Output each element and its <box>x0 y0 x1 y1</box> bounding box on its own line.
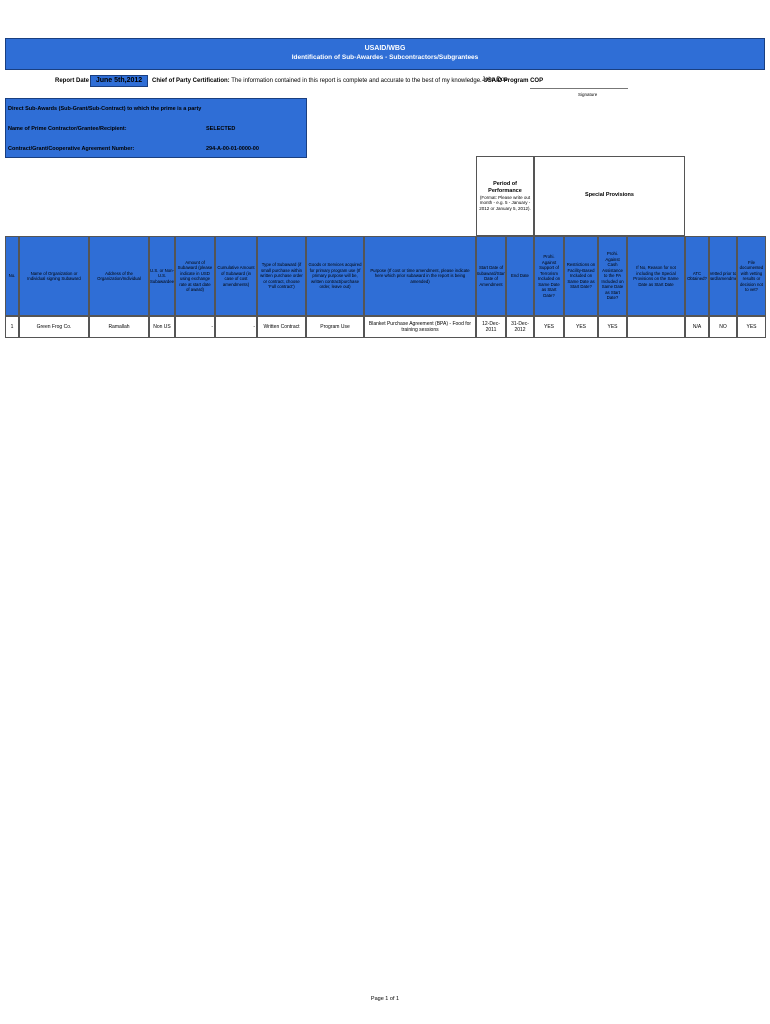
certification: Chief of Party Certification: The inform… <box>152 78 543 84</box>
col-address: Address of the Organization/Individual <box>89 236 149 316</box>
col-atc: ATC Obtained? <box>685 236 709 316</box>
col-doc: File documented with vetting results or … <box>737 236 766 316</box>
col-goods: Goods or Services acquired for primary p… <box>306 236 364 316</box>
row-1-prov2: YES <box>564 316 598 338</box>
signature-label: Signature <box>578 92 598 97</box>
col-purpose: Purpose (If cost or time amendment, plea… <box>364 236 476 316</box>
col-prov3: Prohi. Against Cash Assistance to the PA… <box>598 236 627 316</box>
row-1-purpose: Blanket Purchase Agreement (BPA) - Food … <box>364 316 476 338</box>
report-date-label: Report Date : <box>55 78 93 84</box>
col-type: Type of Subaward (if small purchase with… <box>257 236 306 316</box>
info-row-agreement: Contract/Grant/Cooperative Agreement Num… <box>6 139 306 159</box>
row-1-reason <box>627 316 685 338</box>
row-1-end: 31-Dec-2012 <box>506 316 534 338</box>
row-1-amount: - <box>175 316 215 338</box>
row-1-prov3: YES <box>598 316 627 338</box>
col-us: U.S. or Non-U.S. Subawardee <box>149 236 175 316</box>
agreement-label: Contract/Grant/Cooperative Agreement Num… <box>8 146 135 152</box>
col-name: Name of Organization or Individual signi… <box>19 236 89 316</box>
row-1-name: Green Frog Co. <box>19 316 89 338</box>
direct-sub-awards-label: Direct Sub-Awards (Sub-Grant/Sub-Contrac… <box>8 106 202 112</box>
prime-value[interactable]: SELECTED <box>206 126 236 132</box>
certification-label: Chief of Party Certification: <box>152 78 230 84</box>
period-group-header: Period of Performance (Format: Please wr… <box>476 156 534 236</box>
title-line-2: Identification of Sub-Awardes - Subcontr… <box>291 54 479 61</box>
col-vetted: Vetted prior to award/amendment <box>709 236 737 316</box>
col-prov2: Restrictions on Facility-Based Included … <box>564 236 598 316</box>
signature-line <box>530 88 628 89</box>
row-1-doc: YES <box>737 316 766 338</box>
period-title: Period of Performance <box>488 180 522 194</box>
title-banner: USAID/WBG Identification of Sub-Awardes … <box>5 38 765 70</box>
special-provisions-header: Special Provisions <box>534 156 685 236</box>
row-1-start: 12-Dec-2011 <box>476 316 506 338</box>
certification-org: USAID Program COP <box>483 78 544 84</box>
col-amount: Amount of Subaward (please indicate in U… <box>175 236 215 316</box>
page-footer: Page 1 of 1 <box>370 996 400 1002</box>
title-line-1: USAID/WBG <box>364 45 406 52</box>
row-1-vetted: NO <box>709 316 737 338</box>
row-1-us: Non US <box>149 316 175 338</box>
row-1-address: Ramallah <box>89 316 149 338</box>
col-start: Start Date of Subaward/Start Date of Ame… <box>476 236 506 316</box>
period-note: (Format: Please write out month - e.g. 5… <box>479 194 531 211</box>
row-1-goods: Program Use <box>306 316 364 338</box>
agreement-value[interactable]: 294-A-00-01-0000-00 <box>206 146 259 152</box>
report-date-value[interactable]: June 5th,2012 <box>90 75 148 87</box>
row-1-atc: N/A <box>685 316 709 338</box>
row-1-type: Written Contract <box>257 316 306 338</box>
row-1-prov1: YES <box>534 316 564 338</box>
col-end: End Date <box>506 236 534 316</box>
col-prov1: Prohi. Against Support of Terrorism Incl… <box>534 236 564 316</box>
certification-text: The information contained in this report… <box>231 78 482 84</box>
info-row-direct: Direct Sub-Awards (Sub-Grant/Sub-Contrac… <box>6 99 306 119</box>
info-row-prime: Name of Prime Contractor/Grantee/Recipie… <box>6 119 306 139</box>
row-1-no: 1 <box>5 316 19 338</box>
row-1-cumulative: - <box>215 316 257 338</box>
col-cumulative: Cumulative Amount of Subaward (in case o… <box>215 236 257 316</box>
prime-label: Name of Prime Contractor/Grantee/Recipie… <box>8 126 127 132</box>
col-reason: If No, Reason for not including the Spec… <box>627 236 685 316</box>
col-no: No. <box>5 236 19 316</box>
signer-name: John Doe <box>482 77 508 83</box>
info-panel: Direct Sub-Awards (Sub-Grant/Sub-Contrac… <box>5 98 307 158</box>
